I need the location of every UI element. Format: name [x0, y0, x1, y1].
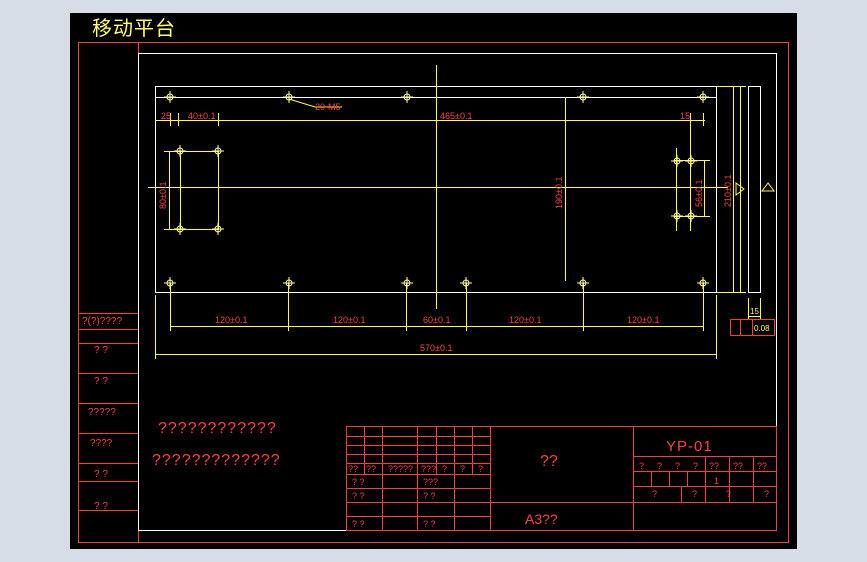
sign-label: ? ? [352, 519, 365, 529]
hole [460, 277, 472, 289]
hole [697, 91, 709, 103]
part-name: ?? [540, 453, 558, 470]
dim-570: 570±0.1 [420, 343, 452, 353]
sign-label: ??? [423, 477, 438, 487]
left-strip-label: ? ? [94, 345, 108, 356]
surface-finish-mark-2 [761, 182, 775, 192]
sheet-label: ? [652, 489, 657, 499]
dim-120-b: 120±0.1 [333, 315, 365, 325]
sign-label: ? ? [352, 491, 365, 501]
hole [671, 210, 683, 222]
side-view-outline [748, 86, 761, 293]
title-block-header: ????? [388, 464, 413, 474]
drawing-number: YP-01 [666, 438, 713, 455]
left-strip-label: ? ? [94, 469, 108, 480]
dim-465: 465±0.1 [440, 111, 472, 121]
sign-label: ? ? [423, 519, 436, 529]
surface-finish-mark [735, 182, 745, 196]
hole [697, 277, 709, 289]
sheet-label: ? [692, 489, 697, 499]
stage-label: ?? [709, 461, 719, 471]
dim-120-c: 120±0.1 [509, 315, 541, 325]
hole [212, 145, 224, 157]
sign-label: ? ? [423, 491, 436, 501]
hole [577, 91, 589, 103]
hole [283, 277, 295, 289]
sheet-size: A3?? [525, 511, 558, 527]
holes-note: 20-M5 [315, 102, 341, 112]
side-thickness-label: 15 [750, 307, 759, 316]
sheet-label: ? [726, 489, 731, 499]
hole [401, 91, 413, 103]
stage-label: ? [639, 461, 644, 471]
sheet-label: ? [764, 489, 769, 499]
dim-56: 56±0.1 [694, 180, 704, 207]
stage-label: ? [693, 461, 698, 471]
left-strip-label: ???? [90, 438, 113, 449]
hole [685, 155, 697, 167]
hole [164, 91, 176, 103]
left-strip-label: ? ? [94, 376, 108, 387]
dim-120-d: 120±0.1 [627, 315, 659, 325]
title-block-header: ? [460, 464, 465, 474]
dim-40: 40±0.1 [188, 111, 215, 121]
hole [212, 223, 224, 235]
title-block-header: ??? [421, 464, 436, 474]
dimension-lines [155, 97, 717, 359]
hole [164, 277, 176, 289]
mounting-holes [164, 91, 709, 289]
stage-label: ?? [757, 461, 767, 471]
technical-note-2: ????????????? [152, 452, 281, 469]
stage-label: ? [675, 461, 680, 471]
drawing-title: 移动平台 [92, 16, 176, 40]
dim-120-a: 120±0.1 [215, 315, 247, 325]
hole [577, 277, 589, 289]
svg-text:0.08: 0.08 [754, 324, 770, 333]
left-strip-label: ?(?)???? [82, 316, 122, 327]
technical-note-1: ???????????? [158, 420, 277, 437]
hole [671, 155, 683, 167]
hole [401, 277, 413, 289]
title-block-header: ?? [348, 464, 358, 474]
left-strip [78, 313, 138, 511]
sign-label: ? ? [352, 477, 365, 487]
left-strip-label: ????? [88, 407, 116, 418]
title-block [346, 426, 777, 531]
title-block-header: ? [442, 464, 447, 474]
hole [174, 145, 186, 157]
dim-25: 25 [161, 111, 171, 121]
title-block-header: ?? [366, 464, 376, 474]
hole [283, 91, 295, 103]
stage-label: ? [657, 461, 662, 471]
left-strip-label: ? ? [94, 501, 108, 512]
tolerance-frame [730, 319, 775, 336]
dim-80: 80±0.1 [158, 182, 168, 209]
part-drawing: ?(?)???? ? ? ? ? ????? ???? ? ? ? ? 15 [78, 42, 789, 543]
cad-drawing-canvas: ?(?)???? ? ? ? ? ????? ???? ? ? ? ? 15 [70, 13, 797, 549]
dim-190: 190±0.1 [554, 177, 564, 209]
outer-frame [78, 42, 789, 543]
hole [174, 223, 186, 235]
stage-label: ?? [733, 461, 743, 471]
hole [685, 210, 697, 222]
dim-15: 15 [680, 111, 690, 121]
dim-60: 60±0.1 [423, 315, 450, 325]
dim-210: 210±0.1 [723, 175, 733, 207]
title-block-header: ? [478, 464, 483, 474]
quantity-value: 1 [714, 476, 719, 486]
